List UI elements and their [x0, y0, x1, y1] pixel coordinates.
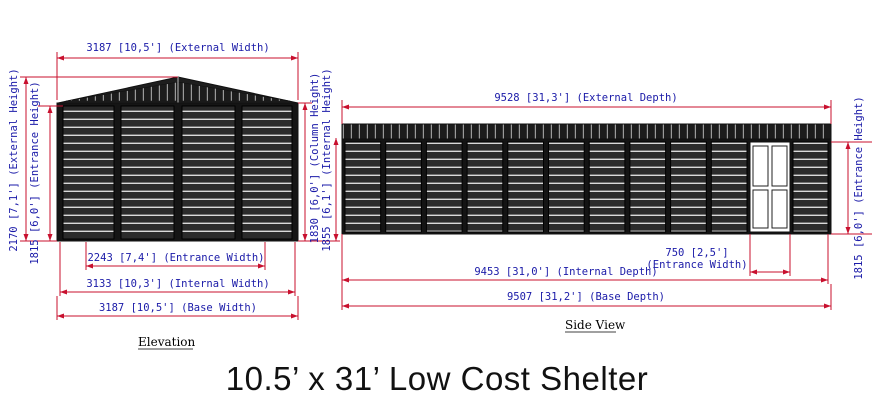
side-wall-panel	[548, 141, 585, 233]
elevation-base-width-dim: 3187 [10,5'] (Base Width)	[56, 296, 299, 320]
side-view: 9528 [31,3'] (External Depth) 750 [2,5']…	[341, 92, 872, 333]
side-view-internal-depth-dim: 9453 [31,0'] (Internal Depth)	[341, 234, 829, 284]
side-wall-panel	[507, 141, 544, 233]
external-width-label: 3187 [10,5'] (External Width)	[86, 42, 269, 54]
door-panel	[241, 105, 293, 240]
side-view-entrance-height-dim: 1815 [6,0'] (Entrance Height)	[831, 96, 872, 280]
side-view-external-depth-dim: 9528 [31,3'] (External Depth)	[341, 92, 832, 124]
elevation-view: 3187 [10,5'] (External Width) 2243 [7,4'…	[8, 42, 340, 350]
side-view-label: Side View	[565, 318, 626, 332]
elevation-column-height-dim: 1830 [6,0'] (Column Height)	[298, 73, 340, 244]
elevation-entrance-height-dim: 1815 [6,0'] (Entrance Height)	[29, 81, 63, 265]
side-wall-panel	[588, 141, 626, 233]
side-wall-panel	[670, 141, 707, 233]
base-depth-label: 9507 [31,2'] (Base Depth)	[507, 291, 665, 303]
elevation-external-width-dim: 3187 [10,5'] (External Width)	[56, 42, 299, 100]
side-view-panels	[344, 141, 748, 233]
column-height-label: 1830 [6,0'] (Column Height)	[309, 73, 321, 244]
elevation-internal-width-dim: 3133 [10,3'] (Internal Width)	[59, 242, 296, 296]
elevation-internal-height-dim	[333, 138, 339, 241]
external-depth-label: 9528 [31,3'] (External Depth)	[494, 92, 677, 104]
side-wall-panel	[629, 141, 667, 233]
side-wall-panel	[385, 141, 422, 233]
side-view-entrance-door	[749, 141, 791, 233]
side-entrance-height-label: 1815 [6,0'] (Entrance Height)	[853, 96, 865, 279]
side-wall-panel	[710, 141, 748, 233]
side-entrance-width-caption: (Entrance Width)	[646, 259, 747, 271]
base-width-label: 3187 [10,5'] (Base Width)	[99, 302, 257, 314]
side-wall-panel	[425, 141, 463, 233]
side-entrance-width-value: 750 [2,5']	[665, 247, 728, 259]
door-panel	[62, 105, 115, 240]
door-panel	[120, 105, 175, 240]
internal-depth-label: 9453 [31,0'] (Internal Depth)	[474, 266, 657, 278]
elevation-roof	[57, 76, 299, 104]
elevation-door-panels	[62, 105, 293, 240]
elevation-entrance-width-dim: 2243 [7,4'] (Entrance Width)	[85, 242, 266, 270]
side-wall-panel	[466, 141, 504, 233]
side-view-roof	[341, 123, 832, 140]
elevation-label: Elevation	[138, 335, 196, 349]
entrance-width-label: 2243 [7,4'] (Entrance Width)	[87, 252, 264, 264]
side-view-entrance-width-dim: 750 [2,5'] (Entrance Width)	[646, 234, 791, 276]
side-wall-panel	[344, 141, 382, 233]
elevation-entrance-height-label: 1815 [6,0'] (Entrance Height)	[29, 81, 41, 264]
page-title: 10.5’ x 31’ Low Cost Shelter	[225, 360, 649, 397]
internal-width-label: 3133 [10,3'] (Internal Width)	[86, 278, 269, 290]
door-panel	[181, 105, 236, 240]
side-view-end-panel	[792, 141, 829, 233]
external-height-label: 2170 [7,1'] (External Height)	[8, 68, 20, 251]
elevation-external-height-dim: 2170 [7,1'] (External Height)	[8, 68, 178, 252]
side-view-base-depth-dim: 9507 [31,2'] (Base Depth)	[341, 284, 832, 310]
